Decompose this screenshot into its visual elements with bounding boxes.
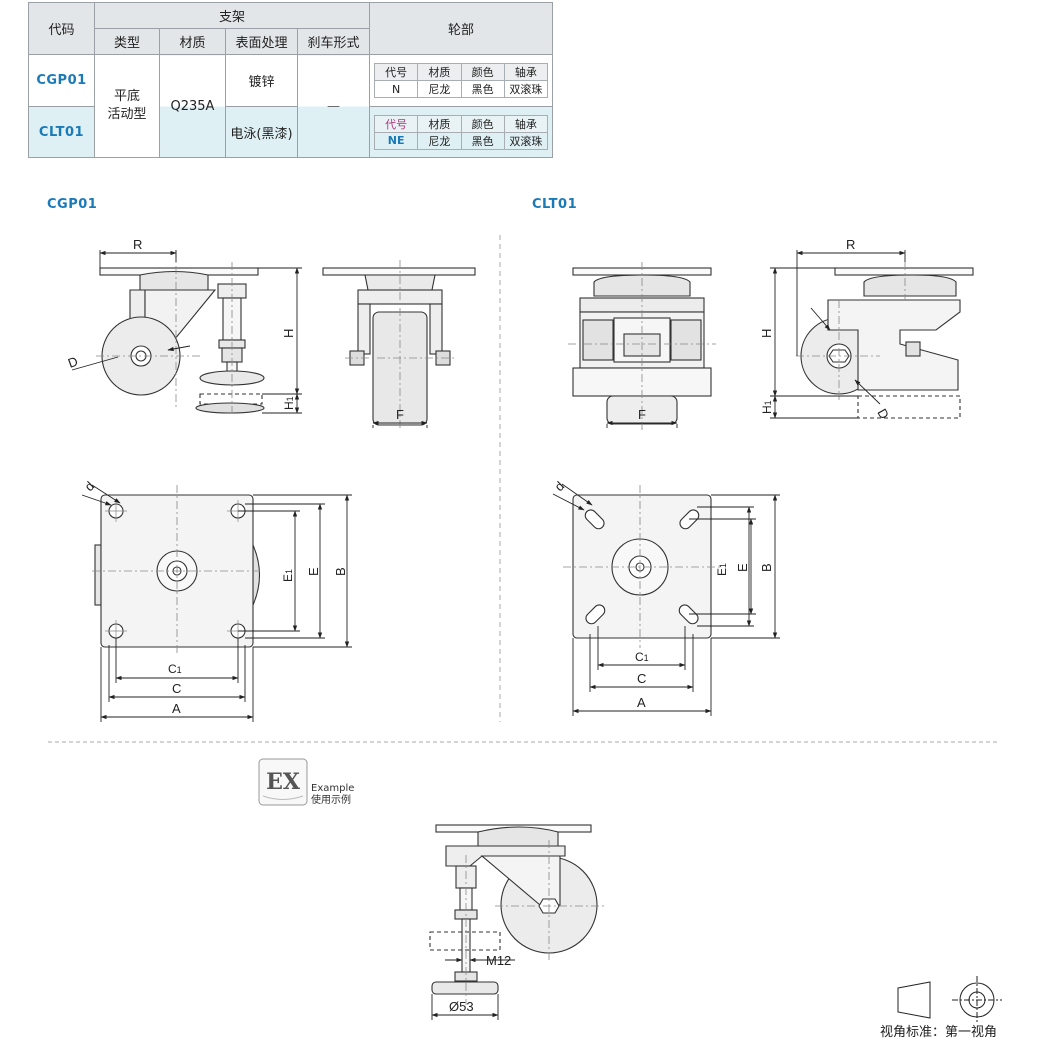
wheel-bearing: 双滚珠 [503,131,549,150]
dim-label-h-clt: H [759,329,774,338]
dim-label-a: A [172,701,181,716]
first-angle-projection-icon [897,976,1002,1024]
dim-label-c-clt: C [637,671,646,686]
wheel-cell-cgp01: 代号 材质 颜色 轴承 N 尼龙 黑色 双滚珠 [369,54,554,107]
wheel-material: 尼龙 [417,80,462,98]
dim-label-e-clt: E [735,563,750,572]
example-caption: Example 使用示例 [311,783,354,807]
wheel-mini-table: 代号 材质 颜色 轴承 N 尼龙 黑色 双滚珠 [374,63,549,98]
wheel-header-material: 材质 [417,63,462,81]
dim-label-c1-clt: C1 [635,650,649,664]
cgp01-top-dimensions [81,484,352,722]
dim-label-e1: E1 [281,569,295,582]
table-row: CGP01 平底 活动型 Q235A 镀锌 — 代号 材质 颜色 轴承 N 尼龙… [28,54,554,158]
wheel-header-color: 颜色 [460,114,505,133]
dim-label-f-clt: F [638,407,646,422]
surface-cell-cgp01: 镀锌 [225,54,298,107]
wheel-color: 黑色 [460,131,505,150]
dim-label-c: C [172,681,181,696]
wheel-cell-clt01: 代号 材质 颜色 轴承 NE 尼龙 黑色 双滚珠 [369,106,554,158]
cgp01-front-view [322,267,476,426]
row-code-cgp01: CGP01 [28,54,95,107]
dim-label-h1-clt: H1 [760,400,774,414]
example-label-diameter: Ø53 [449,999,474,1014]
section-title-cgp01: CGP01 [47,197,98,212]
header-code: 代码 [28,2,95,55]
cgp01-side-view [99,267,265,414]
dim-label-c1: C1 [168,662,182,676]
header-surface: 表面处理 [225,28,298,55]
wheel-code: NE [374,131,419,150]
cgp01-side-dimensions [71,250,302,414]
dim-label-d-clt: D [874,406,892,422]
dim-label-b-clt: B [759,563,774,572]
dim-label-h1: H1 [282,396,296,410]
wheel-material: 尼龙 [417,131,462,150]
clt01-top-dimensions [552,483,780,716]
dim-label-r: R [133,237,142,252]
example-caption-en: Example [311,783,355,794]
example-badge-icon: EX [258,758,308,806]
example-caster-drawing [429,824,598,995]
wheel-mini-table: 代号 材质 颜色 轴承 NE 尼龙 黑色 双滚珠 [374,114,549,150]
wheel-bearing: 双滚珠 [503,80,549,98]
section-title-clt01: CLT01 [532,197,578,212]
dim-label-r-clt: R [846,237,855,252]
material-cell: Q235A [159,54,226,158]
header-brake: 刹车形式 [296,28,371,55]
clt01-front-dimensions [606,420,678,428]
clt01-top-view [572,494,712,639]
example-dimensions [431,957,515,1020]
clt01-side-dimensions [770,250,906,419]
example-label-m12: M12 [486,953,511,968]
example-caption-cn: 使用示例 [311,795,351,806]
type-cell: 平底 活动型 [94,54,160,158]
table-row: CLT01 电泳(黑漆) 代号 材质 颜色 轴承 NE 尼龙 黑色 双滚珠 [28,106,554,158]
dim-label-d-hole: d [82,478,98,494]
dim-label-b: B [333,567,348,576]
dim-label-e: E [306,567,321,576]
dim-label-f: F [396,407,404,422]
cgp01-front-dimensions [372,420,428,428]
wheel-header-material: 材质 [417,114,462,133]
spec-table: 代码 支架 轮部 类型 材质 表面处理 刹车形式 CGP01 平底 活动型 Q2… [28,2,554,158]
wheel-code: N [374,80,419,98]
dim-label-d: D [66,354,80,371]
view-standard-label: 视角标准：第一视角 [880,1025,998,1040]
surface-cell-clt01: 电泳(黑漆) [225,106,298,158]
dim-label-a-clt: A [637,695,646,710]
dim-label-h: H [281,329,296,338]
example-badge-text: EX [266,769,301,795]
clt01-side-view [800,267,974,419]
row-code-clt01: CLT01 [28,106,95,158]
wheel-color: 黑色 [460,80,505,98]
dim-label-e1-clt: E1 [715,563,729,576]
header-material: 材质 [159,28,226,55]
wheel-header-color: 颜色 [460,63,505,81]
wheel-header-code: 代号 [374,114,419,133]
brake-cell: — [296,54,371,158]
